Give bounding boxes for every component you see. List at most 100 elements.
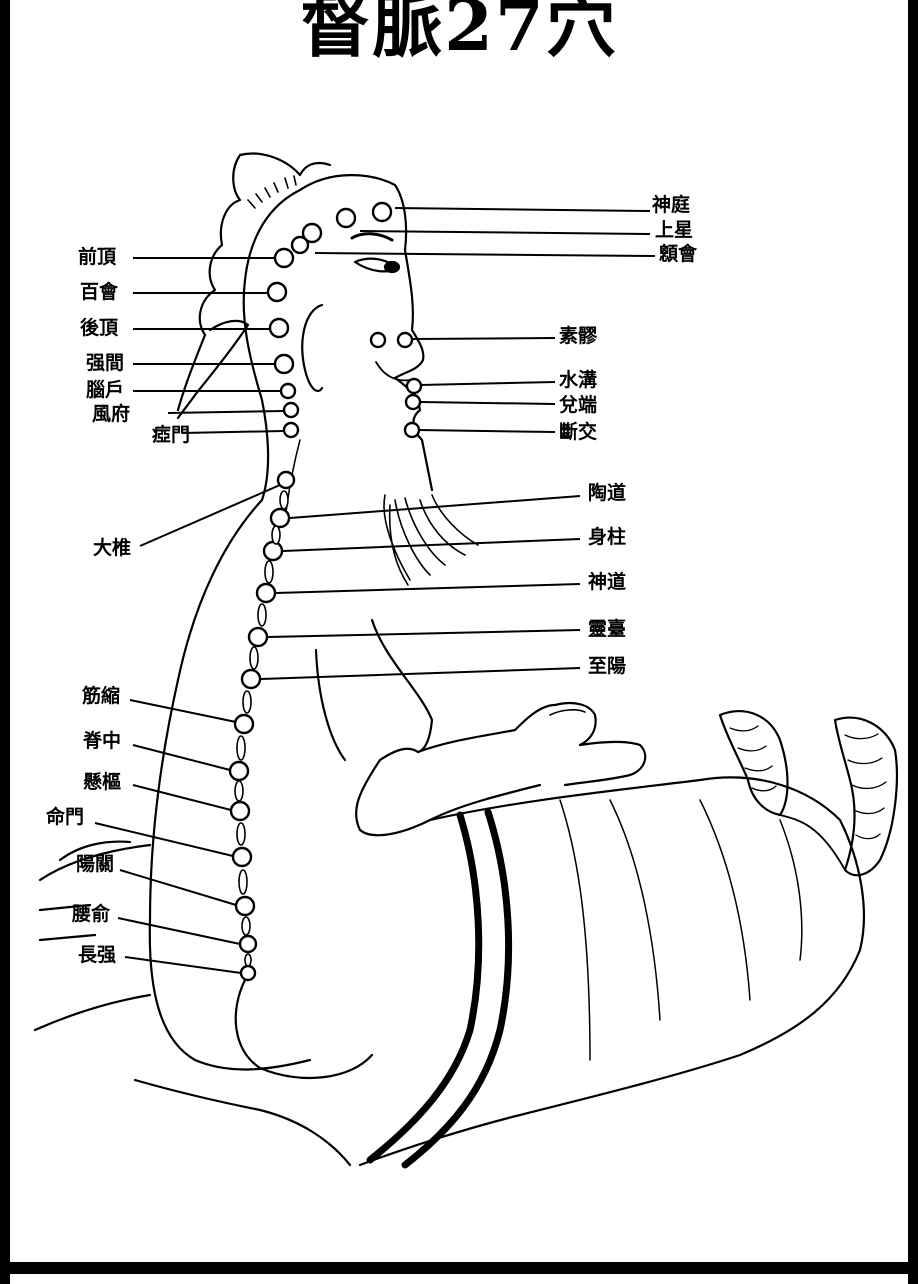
label-jizhong: 脊中 [83,730,122,752]
point-mingmen [231,846,253,868]
leader-yinjiao [417,429,556,433]
point-shangxing-a [335,207,357,229]
label-taodao: 陶道 [588,482,627,504]
leader-jinsuo [129,699,237,723]
point-qianding [273,247,295,269]
point-xuanshu [229,800,251,822]
leader-duiduan [419,401,556,405]
leader-fengfu [167,410,284,414]
frame-border-bottom [0,1262,918,1274]
leader-zhiyang [260,667,581,680]
buttock [234,978,374,1080]
point-naohu [279,382,297,400]
label-shenzhu: 身柱 [588,526,627,548]
robe-stripe-1 [366,811,483,1164]
label-suliao: 素髎 [559,325,598,347]
point-shenzhu [262,540,284,562]
beard [383,494,479,586]
label-shendao: 神道 [588,571,627,593]
point-shuigou [405,377,423,395]
eyebrow [350,232,394,242]
ear [301,303,324,393]
leader-yamen [181,430,284,434]
point-qiangjian [273,353,295,375]
point-dazhui [276,470,296,490]
label-xuanshu: 懸樞 [83,771,122,793]
leader-lingtai [267,629,581,638]
label-shenting: 神庭 [652,194,691,216]
label-duiduan: 兌端 [559,394,598,416]
label-changqiang: 長强 [78,944,117,966]
cushion [33,840,352,1167]
back-outline [148,498,312,1071]
leader-taodao [289,495,581,519]
leader-shuigou [419,381,556,386]
label-xinhui: 顖會 [659,243,698,265]
label-yangguan: 陽關 [76,853,115,875]
label-baihui: 百會 [80,281,119,303]
point-changqiang [239,964,257,982]
leader-suliao [411,337,556,340]
label-zhiyang: 至陽 [588,655,627,677]
arm-forearm [416,701,647,787]
point-shendao [255,582,277,604]
label-yaoshu: 腰俞 [72,903,111,925]
leader-mingmen [94,822,234,857]
leader-shenting [394,207,651,212]
label-yinjiao: 斷交 [559,421,598,443]
label-shangxing: 上星 [655,219,694,241]
leader-xinhui [314,252,656,257]
label-qianding: 前頂 [78,246,117,268]
point-yangguan [234,895,256,917]
label-dazhui: 大椎 [93,537,132,559]
point-suliao-l [369,331,387,349]
frame-border-right [908,0,918,1284]
right-foot [833,716,898,877]
point-yamen [282,421,300,439]
robe [358,776,866,1167]
leader-xuanshu [132,784,232,811]
label-fengfu: 風府 [92,403,131,425]
robe-stripe-2 [401,808,513,1169]
point-suliao-r [396,331,414,349]
point-zhiyang [240,668,262,690]
hair-topknot [198,152,332,337]
chest-line [370,618,434,754]
point-jizhong [228,760,250,782]
leader-shangxing [359,230,651,235]
label-yamen: 瘂門 [152,424,191,446]
leader-shendao [275,583,581,594]
label-jinsuo: 筋縮 [82,685,121,707]
point-jinsuo [233,713,255,735]
point-houding [268,317,290,339]
leader-yaoshu [117,917,241,945]
frame-border-left [0,0,10,1284]
label-houding: 後頂 [80,317,119,339]
label-lingtai: 靈臺 [588,618,627,640]
point-xinhui [290,235,310,255]
page-title: 督脈27穴 [300,0,618,67]
point-lingtai [247,626,269,648]
point-duiduan [404,393,422,411]
point-taodao [269,507,291,529]
face-profile [298,174,434,492]
point-shenting [371,201,393,223]
head-outline [242,188,302,502]
arm-upper [355,758,542,837]
point-fengfu [282,401,300,419]
leader-changqiang [124,956,242,974]
point-shangxing-b [301,222,323,244]
point-yinjiao [403,421,421,439]
left-foot [718,710,789,817]
hair-strands [247,175,297,209]
leader-shenzhu [282,538,581,552]
robe-folds [559,799,803,1061]
point-baihui [266,281,288,303]
torso-front [314,648,347,762]
label-mingmen: 命門 [46,806,85,828]
leader-yangguan [119,869,237,906]
label-qiangjian: 强間 [86,352,125,374]
leader-jizhong [132,744,231,771]
